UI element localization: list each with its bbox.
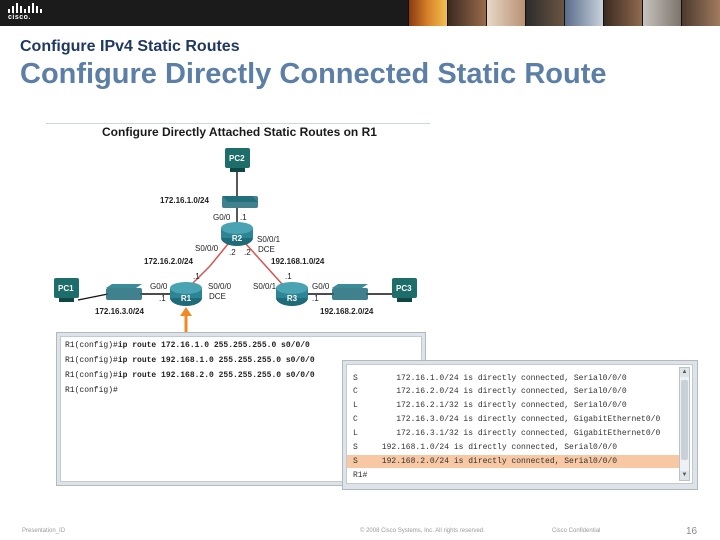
router-r2-icon [221,222,253,246]
page-number: 16 [686,526,698,537]
scroll-up-icon[interactable]: ▲ [680,368,689,377]
host-label: .2 [229,248,236,257]
link-pc1-switch [77,293,109,301]
routing-table-body: S 172.16.1.0/24 is directly connected, S… [346,364,693,484]
cli-prompt: R1# [353,471,368,480]
logo-text: cisco. [8,14,31,21]
cli-line: R1(config)#ip route 192.168.1.0 255.255.… [65,356,315,365]
route-row: C 172.16.2.0/24 is directly connected, S… [353,387,627,396]
r2-label: R2 [231,234,243,243]
dce-label: DCE [258,245,275,254]
pc2-label: PC2 [229,154,245,163]
link-r1-r2 [191,243,229,285]
pc2-icon [225,148,250,172]
interface-label: G0/0 [150,282,168,291]
host-label: .1 [240,213,247,222]
cli-line: R1(config)# [65,386,118,395]
footer-copyright: © 2008 Cisco Systems, Inc. All rights re… [360,528,485,534]
scroll-thumb[interactable] [681,380,688,460]
slide-subtitle: Configure IPv4 Static Routes [20,38,240,55]
pc1-label: PC1 [58,284,74,293]
pc3-icon [392,278,417,302]
host-label: .2 [244,248,251,257]
switch-icon [332,284,368,300]
scrollbar[interactable]: ▲ ▼ [679,367,690,481]
routing-table-terminal: S 172.16.1.0/24 is directly connected, S… [342,360,698,490]
network-label: 172.16.3.0/24 [95,307,144,316]
route-row-highlighted: S 192.168.2.0/24 is directly connected, … [347,455,681,468]
r3-label: R3 [286,294,298,303]
host-label: .1 [312,294,319,303]
network-label: 192.168.1.0/24 [271,257,325,266]
cisco-logo: cisco. [8,3,42,23]
switch-icon [106,284,142,300]
interface-label: S0/0/1 [257,235,281,244]
host-label: .1 [285,272,292,281]
banner-photo-strip [408,0,720,26]
diagram-divider [46,123,430,124]
host-label: .1 [193,272,200,281]
network-label: 172.16.2.0/24 [144,257,193,266]
network-label: 192.168.2.0/24 [320,307,374,316]
pc1-icon [54,278,79,302]
host-label: .1 [159,294,166,303]
pc3-label: PC3 [396,284,412,293]
interface-label: G0/0 [312,282,330,291]
link-r2-r3 [245,243,283,285]
r1-label: R1 [180,294,192,303]
scroll-down-icon[interactable]: ▼ [680,471,689,480]
top-banner: cisco. [0,0,720,26]
footer-confidential: Cisco Confidential [552,528,601,534]
router-r1-icon [170,282,202,306]
diagram-title: Configure Directly Attached Static Route… [102,125,377,139]
arrow-icon [180,307,192,332]
switch-icon [222,196,258,208]
interface-label: S0/0/0 [208,282,232,291]
cli-line: R1(config)#ip route 172.16.1.0 255.255.2… [65,341,310,350]
dce-label: DCE [209,292,226,301]
interface-label: S0/0/0 [195,244,219,253]
route-row: L 172.16.3.1/32 is directly connected, G… [353,429,661,438]
route-row: L 172.16.2.1/32 is directly connected, S… [353,401,627,410]
interface-label: S0/0/1 [253,282,277,291]
slide-title: Configure Directly Connected Static Rout… [20,58,607,90]
route-row: S 192.168.1.0/24 is directly connected, … [353,443,618,452]
route-row: S 172.16.1.0/24 is directly connected, S… [353,374,627,383]
router-r3-icon [276,282,308,306]
route-row: C 172.16.3.0/24 is directly connected, G… [353,415,661,424]
cli-line: R1(config)#ip route 192.168.2.0 255.255.… [65,371,315,380]
network-label: 172.16.1.0/24 [160,196,209,205]
interface-label: G0/0 [213,213,231,222]
footer-presentation-id: Presentation_ID [22,528,66,534]
